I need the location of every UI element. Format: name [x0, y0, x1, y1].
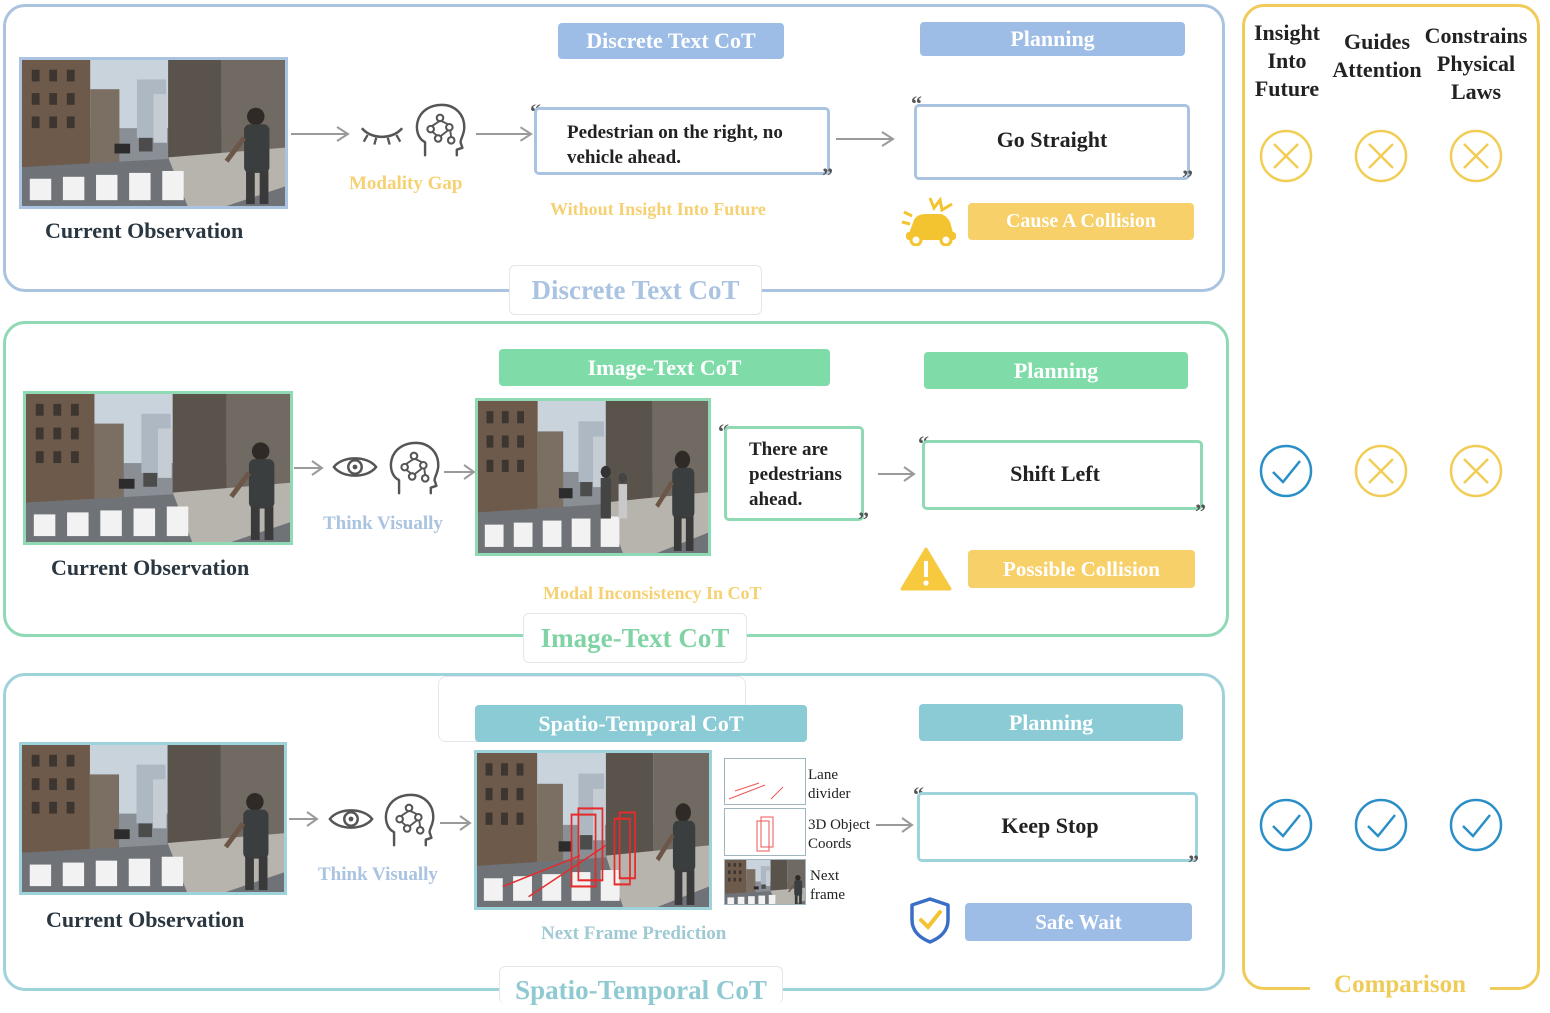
modal-inconsistency-note: Modal Inconsistency In CoT	[543, 583, 762, 604]
think-visually-label: Think Visually	[318, 864, 438, 886]
cross-icon	[1353, 128, 1409, 184]
possible-collision-badge: Possible Collision	[968, 550, 1195, 588]
close-quote-icon: ”	[1195, 504, 1206, 520]
image-text-cot-panel-title: Image-Text CoT	[523, 613, 747, 663]
current-observation-image	[19, 742, 287, 895]
eye-icon	[331, 452, 379, 482]
arrow-icon	[836, 131, 896, 147]
plan-text: Go Straight	[914, 127, 1190, 153]
check-icon	[1258, 443, 1314, 499]
arrow-icon	[294, 460, 324, 476]
close-quote-icon: ”	[858, 512, 869, 528]
next-frame-prediction-caption: Next Frame Prediction	[541, 923, 726, 945]
brain-network-icon	[386, 438, 442, 500]
car-crash-icon	[900, 196, 960, 246]
check-icon	[1353, 797, 1409, 853]
current-observation-caption: Current Observation	[51, 555, 249, 581]
warning-icon	[900, 546, 952, 592]
reasoning-text: Pedestrian on the right, no vehicle ahea…	[567, 120, 799, 170]
arrow-icon	[290, 126, 352, 142]
current-observation-image	[19, 57, 288, 209]
close-quote-icon: ”	[822, 168, 833, 184]
shield-check-icon	[908, 896, 952, 944]
cross-icon	[1448, 128, 1504, 184]
eye-icon	[327, 804, 375, 834]
discrete-text-cot-panel-title: Discrete Text CoT	[509, 265, 762, 315]
safe-wait-badge: Safe Wait	[965, 903, 1192, 941]
discrete-text-cot-label: Discrete Text CoT	[558, 23, 784, 59]
cross-icon	[1258, 128, 1314, 184]
reasoning-text-box: Pedestrian on the right, no vehicle ahea…	[534, 107, 830, 175]
plan-text: Keep Stop	[917, 813, 1183, 839]
arrow-icon	[444, 464, 476, 480]
close-quote-icon: ”	[1182, 170, 1193, 186]
arrow-icon	[476, 126, 534, 142]
brain-network-icon	[381, 790, 437, 852]
spatio-temporal-cot-panel-title: Spatio-Temporal CoT	[499, 966, 783, 1004]
current-observation-image	[23, 391, 293, 545]
plan-text: Shift Left	[922, 461, 1188, 487]
planning-label: Planning	[920, 22, 1185, 56]
cause-collision-badge: Cause A Collision	[968, 203, 1194, 240]
think-visually-label: Think Visually	[323, 513, 443, 535]
spatio-temporal-cot-label: Spatio-Temporal CoT	[475, 705, 807, 742]
brain-network-icon	[412, 100, 468, 162]
cross-icon	[1448, 443, 1504, 499]
next-frame-prediction-image	[474, 750, 712, 910]
current-observation-caption: Current Observation	[46, 907, 244, 933]
without-insight-note: Without Insight Into Future	[550, 199, 766, 220]
modality-gap-label: Modality Gap	[349, 173, 462, 195]
arrow-icon	[878, 466, 916, 482]
arrow-icon	[440, 815, 472, 831]
cross-icon	[1353, 443, 1409, 499]
reasoning-image	[475, 398, 711, 556]
lane-divider-thumbnail	[724, 758, 806, 805]
comparison-title: Comparison	[1310, 968, 1490, 1004]
object-coords-thumbnail	[724, 808, 806, 856]
arrow-icon	[876, 817, 914, 833]
check-icon	[1258, 797, 1314, 853]
current-observation-caption: Current Observation	[45, 218, 243, 244]
planning-label: Planning	[919, 704, 1183, 741]
check-icon	[1448, 797, 1504, 853]
close-quote-icon: ”	[1188, 855, 1199, 871]
reasoning-text: There are pedestrians ahead.	[749, 437, 861, 512]
next-frame-thumbnail	[724, 859, 806, 905]
reasoning-text-box: There are pedestrians ahead.	[724, 426, 864, 521]
arrow-icon	[289, 811, 319, 827]
image-text-cot-label: Image-Text CoT	[499, 349, 830, 386]
planning-label: Planning	[924, 352, 1188, 389]
closed-eye-icon	[358, 118, 406, 148]
